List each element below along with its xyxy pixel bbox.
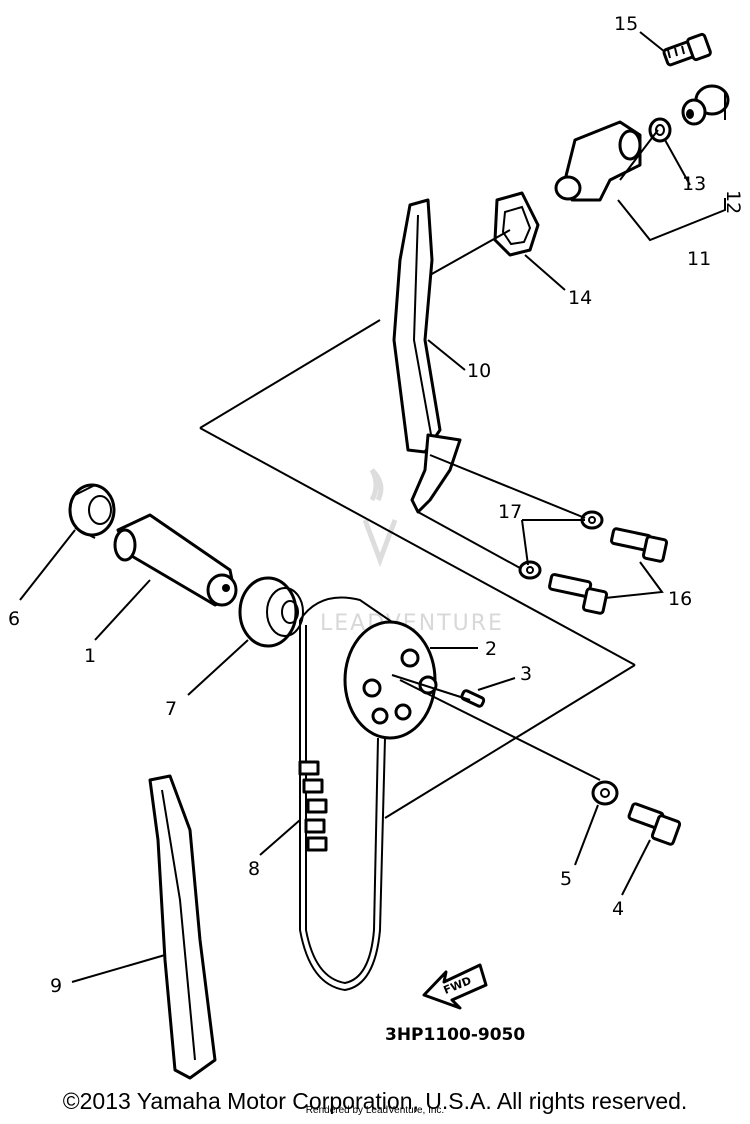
chain-guide-9 bbox=[148, 774, 217, 1080]
shaft-line bbox=[399, 679, 601, 781]
bolt-15 bbox=[662, 32, 712, 67]
label-17: 17 bbox=[498, 501, 522, 523]
label-7: 7 bbox=[165, 698, 177, 720]
tensioner-11 bbox=[554, 120, 642, 202]
label-6: 6 bbox=[8, 608, 20, 630]
label-10: 10 bbox=[467, 360, 491, 382]
pin-line bbox=[391, 674, 471, 701]
bearing-6 bbox=[68, 483, 116, 539]
chain-guide-10 bbox=[392, 198, 462, 514]
label-14: 14 bbox=[568, 287, 592, 309]
rendered-by-notice: Rendered by LeadVenture, Inc. bbox=[305, 1105, 445, 1116]
camshaft-1 bbox=[113, 513, 238, 607]
label-8: 8 bbox=[248, 858, 260, 880]
label-15: 15 bbox=[614, 13, 638, 35]
bearing-7 bbox=[238, 576, 304, 648]
bolts-16 bbox=[548, 527, 669, 615]
fwd-arrow-icon: FWD bbox=[422, 963, 488, 1010]
gasket-14 bbox=[493, 191, 540, 257]
label-11: 11 bbox=[687, 248, 711, 270]
washer-5 bbox=[591, 780, 619, 806]
label-2: 2 bbox=[485, 638, 497, 660]
copyright-notice: ©2013 Yamaha Motor Corporation, U.S.A. A… bbox=[62, 1088, 688, 1114]
washers-17 bbox=[518, 510, 604, 580]
pin-3 bbox=[460, 689, 486, 708]
sprocket-2 bbox=[343, 620, 438, 740]
part-number-labels: 15 12 13 11 14 10 17 16 6 1 2 3 7 8 5 4 … bbox=[8, 13, 744, 1045]
label-4: 4 bbox=[612, 898, 624, 920]
label-12: 12 bbox=[722, 190, 744, 214]
assembly-outline bbox=[199, 319, 636, 819]
label-1: 1 bbox=[84, 645, 96, 667]
cam-chain-8 bbox=[298, 596, 393, 992]
watermark: LEADVENTURE bbox=[320, 468, 502, 636]
label-16: 16 bbox=[668, 588, 692, 610]
bolt-12 bbox=[681, 84, 730, 126]
leader-lines bbox=[19, 31, 726, 983]
bolt-4 bbox=[627, 802, 682, 846]
diagram-code: 3HP1100-9050 bbox=[385, 1025, 525, 1045]
label-13: 13 bbox=[682, 173, 706, 195]
label-5: 5 bbox=[560, 868, 572, 890]
label-3: 3 bbox=[520, 663, 532, 685]
label-9: 9 bbox=[50, 975, 62, 997]
